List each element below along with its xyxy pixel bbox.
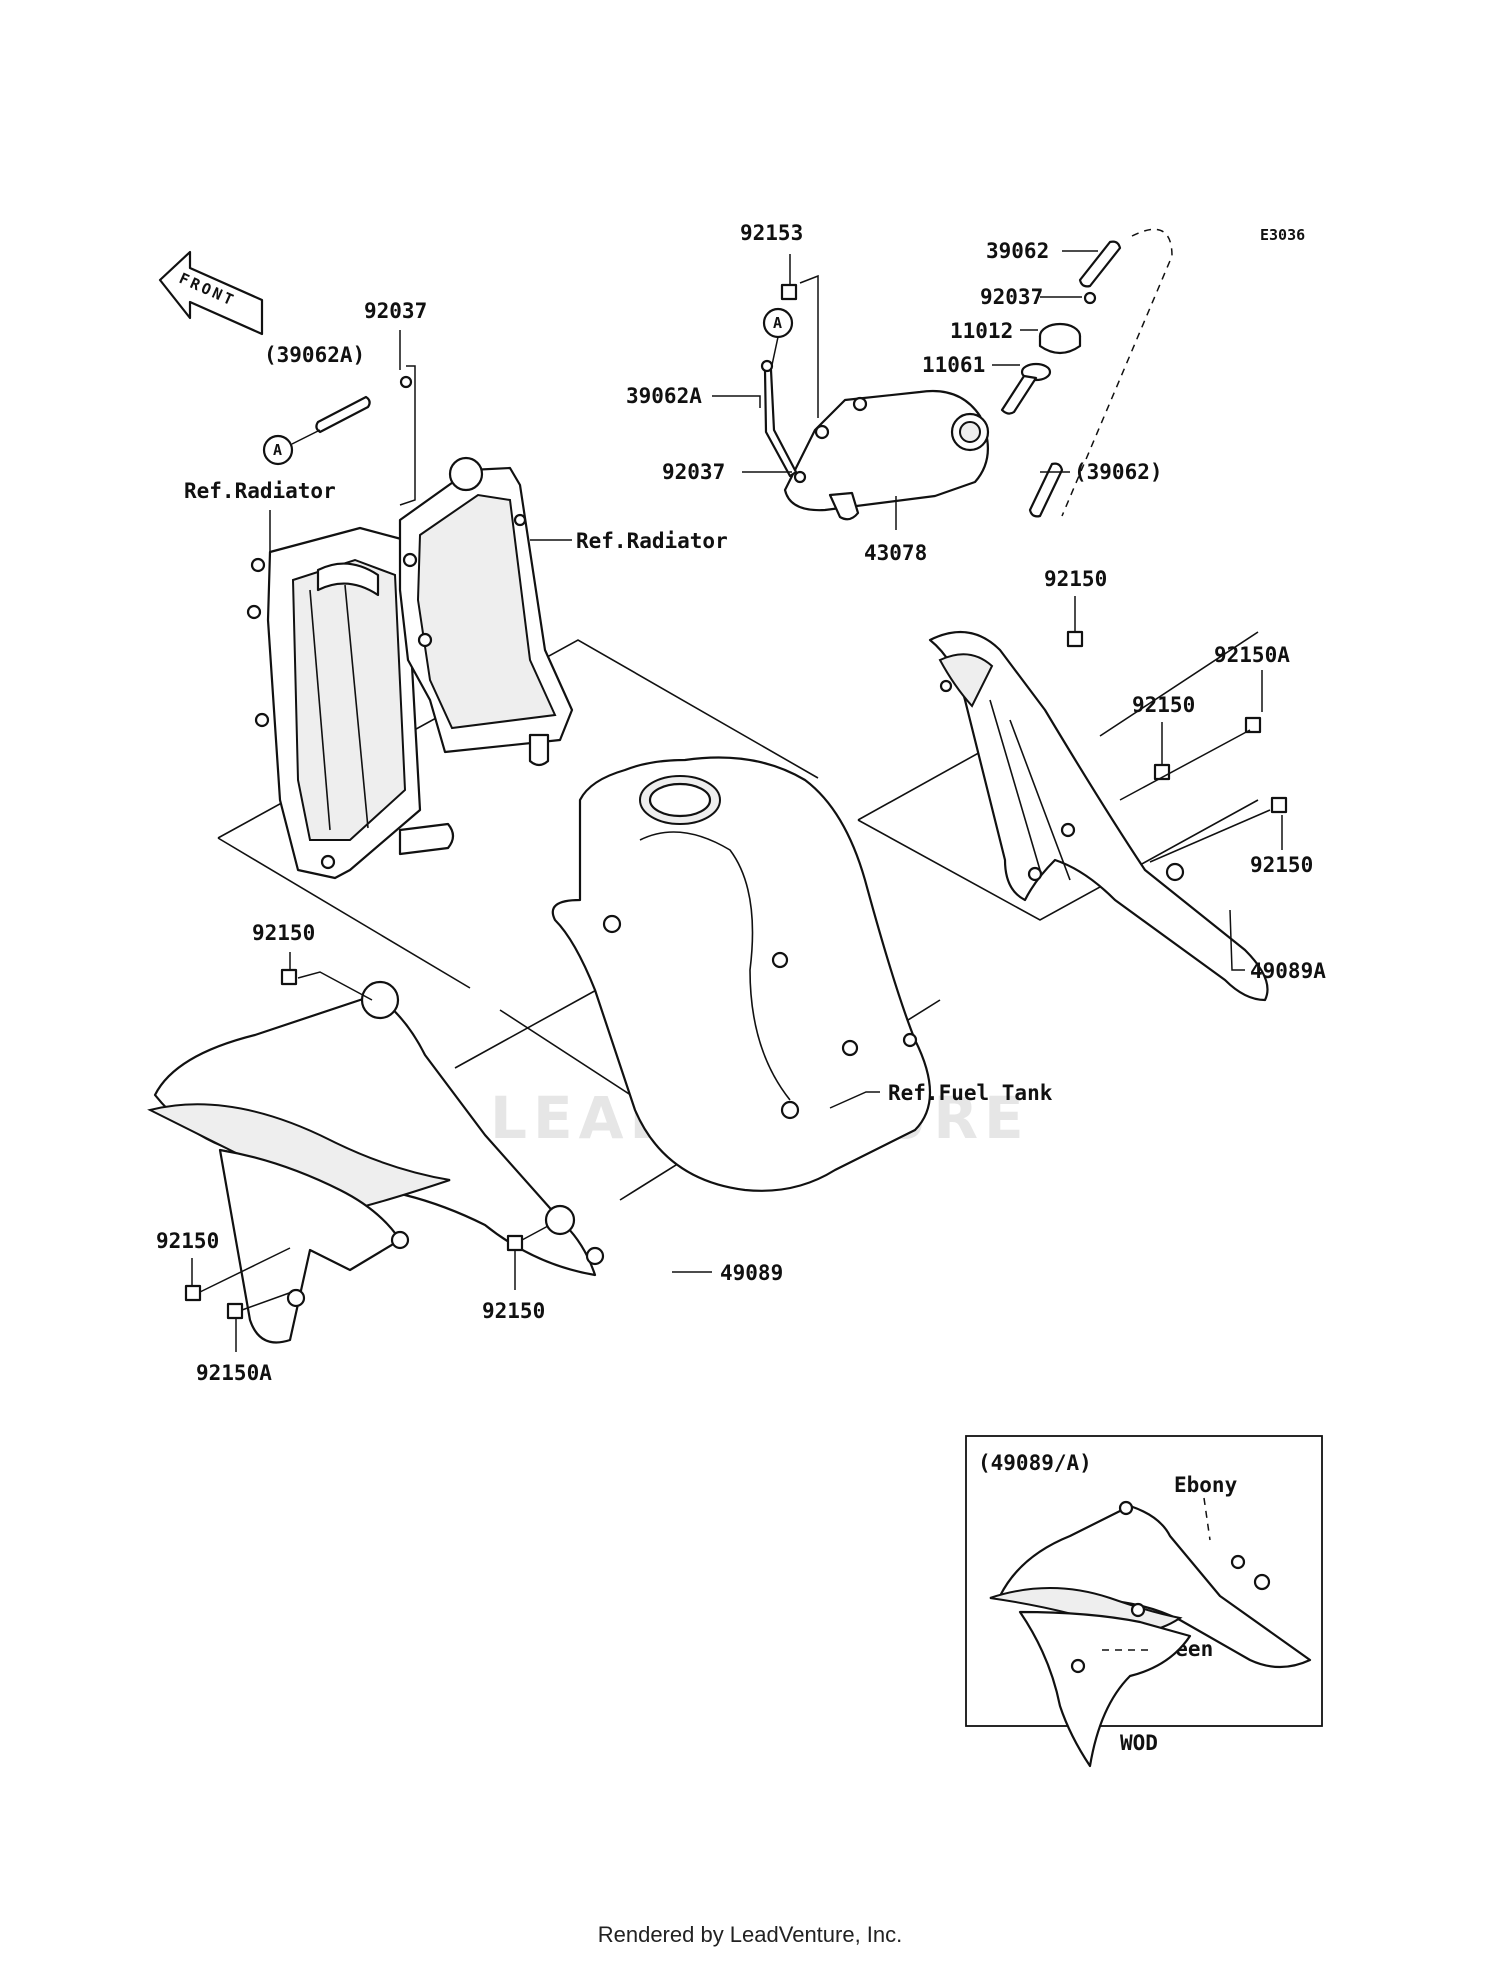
label-11061: 11061 — [922, 353, 985, 377]
footer-credit: Rendered by LeadVenture, Inc. — [597, 1922, 903, 1947]
inset-color-ebony: Ebony — [1174, 1473, 1238, 1497]
label-92037-left: 92037 — [364, 299, 427, 323]
bolt-92150-top — [1066, 630, 1084, 648]
bolt-92150-right — [1270, 796, 1288, 814]
label-92150-top: 92150 — [1044, 567, 1107, 591]
right-shroud — [928, 630, 1269, 1002]
inset-model: WOD — [1120, 1731, 1158, 1755]
leader-lines — [191, 250, 1283, 1352]
label-92150A-bottom: 92150A — [196, 1361, 272, 1385]
inset-title: (49089/A) — [978, 1451, 1092, 1475]
label-92150-left-top: 92150 — [252, 921, 315, 945]
label-92150-bottom-mid: 92150 — [482, 1299, 545, 1323]
label-43078: 43078 — [864, 541, 927, 565]
label-ref-radiator-left: Ref.Radiator — [184, 479, 336, 503]
label-11012: 11012 — [950, 319, 1013, 343]
assembly-reference-lines — [217, 631, 1259, 1201]
left-shroud — [147, 980, 605, 1344]
svg-text:A: A — [773, 314, 782, 332]
label-49089: 49089 — [720, 1261, 783, 1285]
label-39062: 39062 — [986, 239, 1049, 263]
label-92153: 92153 — [740, 221, 803, 245]
fuel-tank — [551, 756, 931, 1192]
connector-marker-left: A — [262, 429, 321, 466]
bolt-92150A-bottom — [226, 1302, 244, 1320]
overflow-hose-upper — [1028, 228, 1173, 518]
label-92037-cap: 92037 — [980, 285, 1043, 309]
breather-hose-left — [315, 375, 413, 434]
connector-marker-upper: A — [762, 307, 794, 366]
label-92037-tank: 92037 — [662, 460, 725, 484]
label-39062A: 39062A — [626, 384, 702, 408]
bolt-92150-bottom-mid — [506, 1234, 524, 1252]
inset-lower-shroud — [1018, 1610, 1192, 1768]
bolt-92150A-right — [1244, 716, 1262, 734]
svg-text:A: A — [273, 441, 282, 459]
label-92150-bottom-left: 92150 — [156, 1229, 219, 1253]
label-92150-right: 92150 — [1250, 853, 1313, 877]
right-radiator — [398, 456, 574, 767]
reservoir-tank — [783, 390, 990, 521]
hose-clamp-upper — [1083, 291, 1097, 305]
label-ref-radiator-right: Ref.Radiator — [576, 529, 728, 553]
front-arrow-icon: FRONT — [158, 250, 264, 336]
label-ref-fuel-tank: Ref.Fuel Tank — [888, 1081, 1053, 1105]
color-inset: (49089/A) Ebony Green WOD — [965, 1435, 1323, 1768]
breather-hose — [760, 359, 807, 484]
label-92150A-right: 92150A — [1214, 643, 1290, 667]
label-39062-paren: (39062) — [1074, 460, 1163, 484]
bolt-92153 — [780, 283, 798, 301]
diagram-code: E3036 — [1260, 226, 1305, 244]
left-radiator — [246, 526, 455, 880]
filler-neck — [1000, 362, 1052, 415]
label-92150-mid-right: 92150 — [1132, 693, 1195, 717]
inset-frame — [965, 1435, 1323, 1727]
bolt-92150-left-top — [280, 968, 298, 986]
bolt-92150-bottom-left — [184, 1284, 202, 1302]
reservoir-cap — [1038, 322, 1082, 355]
label-39062A-paren: (39062A) — [264, 343, 365, 367]
label-49089A: 49089A — [1250, 959, 1326, 983]
